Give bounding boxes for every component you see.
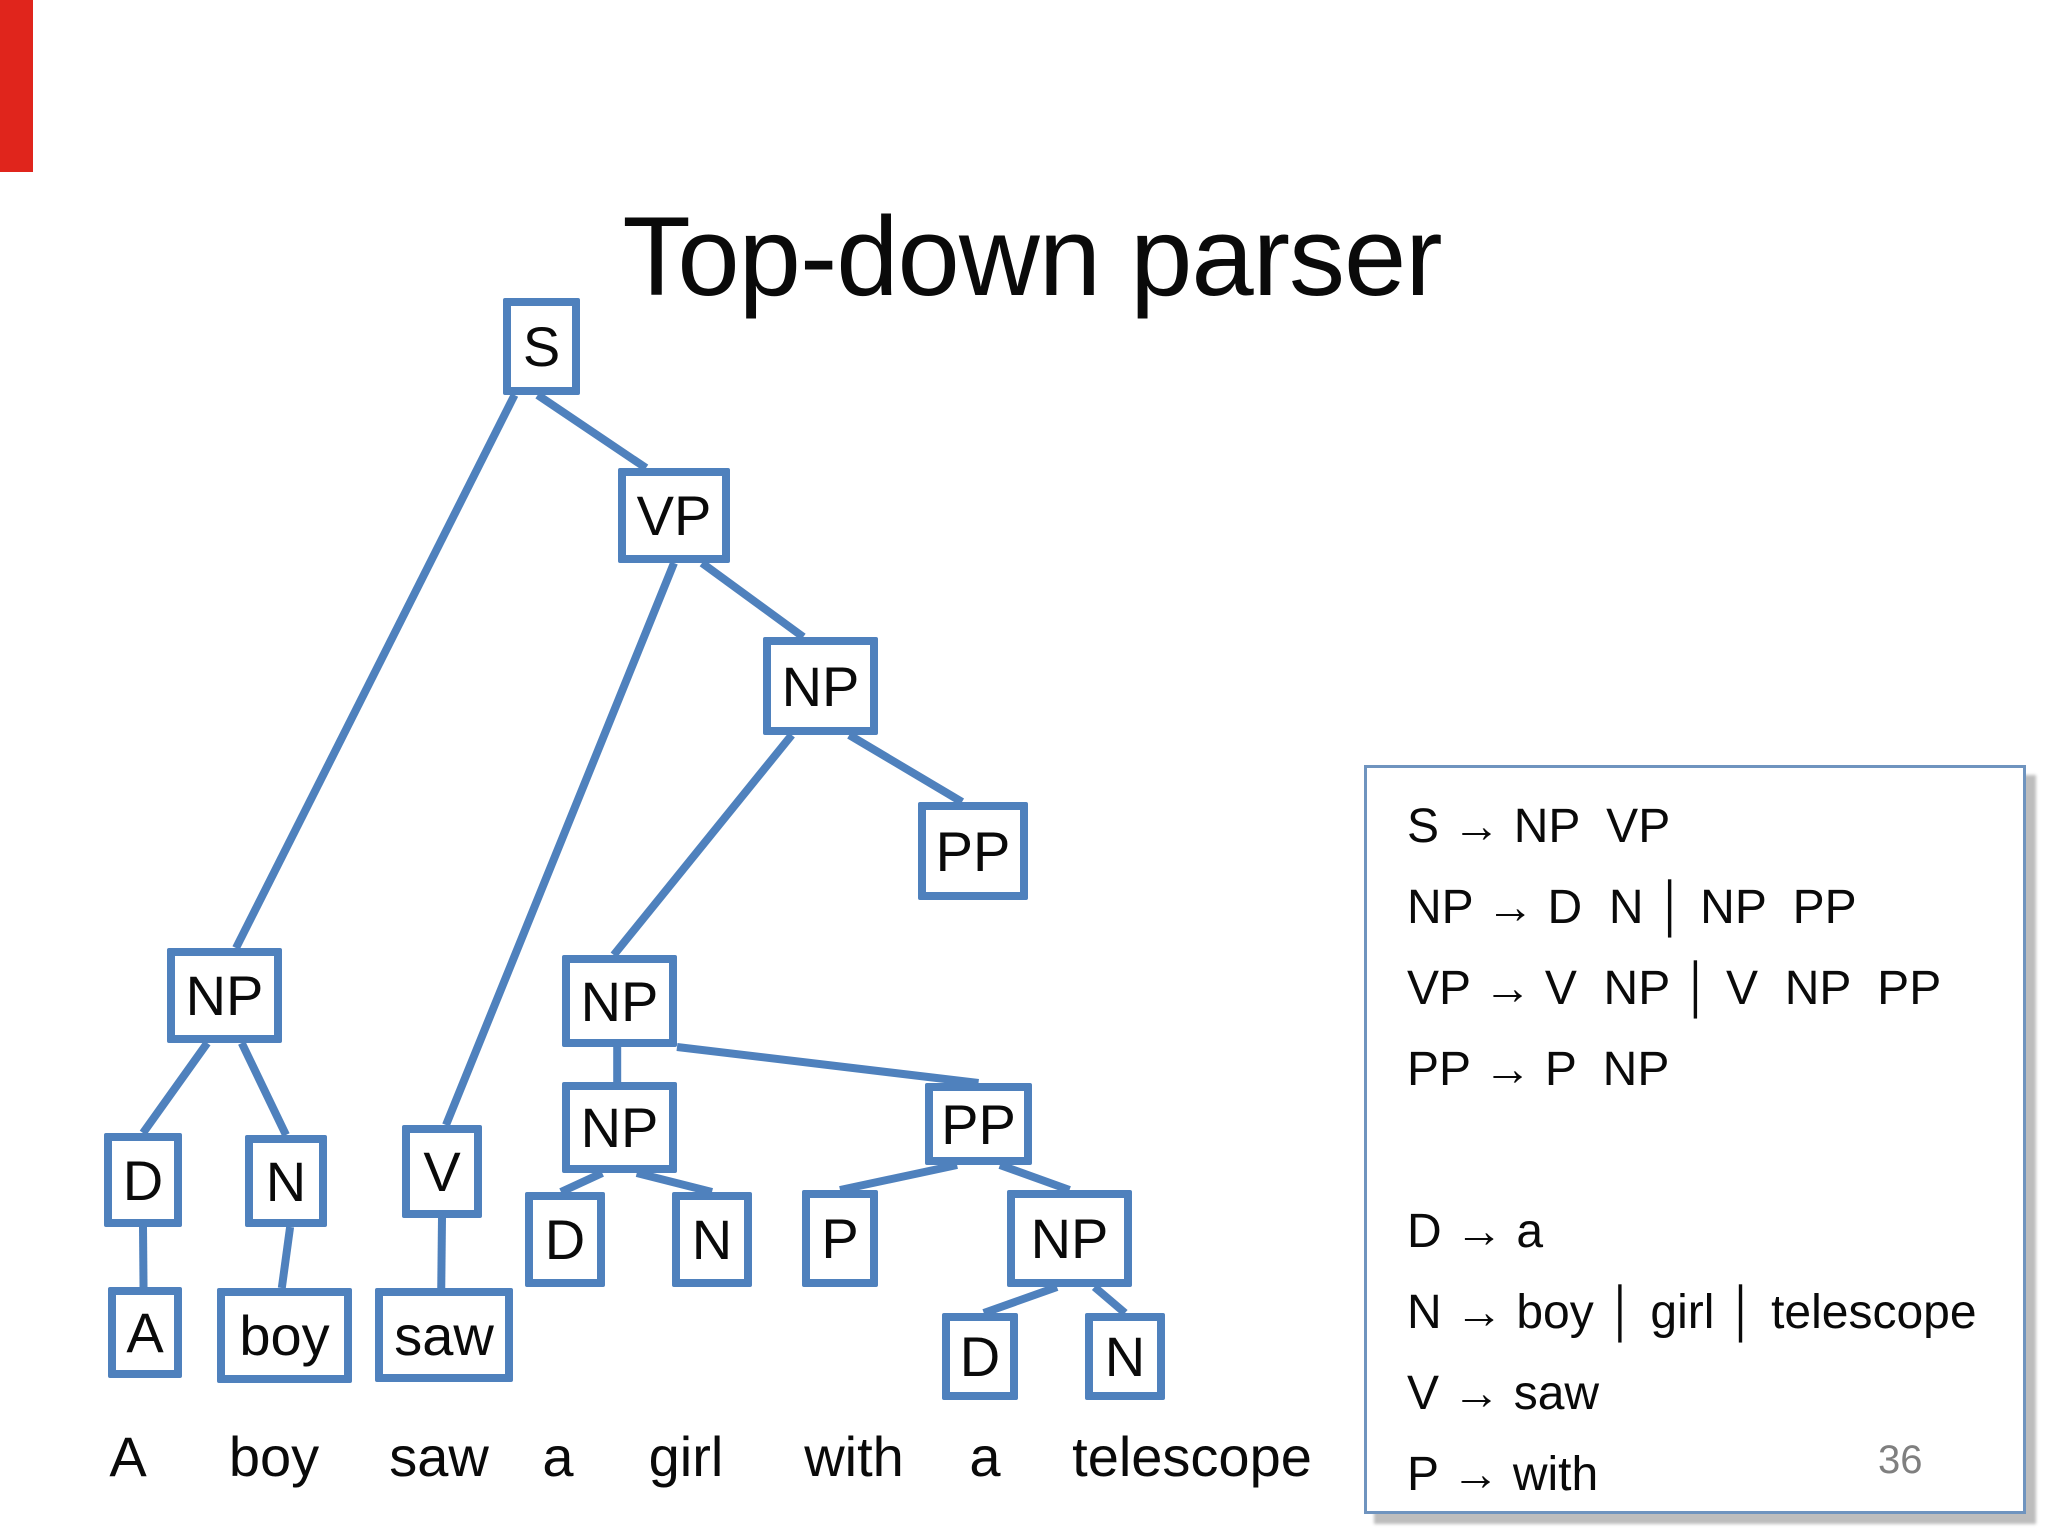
sentence-word: boy: [228, 1425, 320, 1488]
tree-node-NL: N: [245, 1135, 327, 1227]
tree-edge-VP-NP1: [699, 559, 806, 641]
sentence-word: with: [804, 1425, 904, 1488]
slide-title: Top-down parser: [622, 194, 1442, 320]
tree-node-D3: D: [525, 1192, 605, 1287]
tree-node-VP: VP: [618, 468, 730, 563]
tree-edge-S-NPL: [232, 393, 519, 950]
sentence-word: A: [109, 1425, 147, 1488]
tree-edge-NP2-N3: [635, 1169, 713, 1196]
tree-node-N2: N: [1085, 1313, 1165, 1400]
tree-edge-NL-boy: [277, 1226, 295, 1289]
grammar-rule: NP → D N │ NP PP: [1407, 881, 1857, 934]
sentence-word: a: [542, 1425, 574, 1488]
grammar-rule: N → boy │ girl │ telescope: [1407, 1286, 1977, 1339]
sentence-word: telescope: [1072, 1425, 1312, 1488]
tree-edge-NP1-NPc: [610, 732, 795, 958]
tree-node-N3: N: [672, 1192, 752, 1287]
grammar-rule: S → NP VP: [1407, 800, 1671, 853]
tree-node-saw: saw: [375, 1288, 513, 1382]
tree-edge-NP2-D3: [559, 1169, 604, 1196]
tree-node-NPc: NP: [562, 955, 677, 1047]
tree-edge-PP2-P: [839, 1161, 958, 1194]
tree-edge-NP1-PPd: [847, 731, 965, 806]
tree-edge-S-VP: [535, 391, 649, 472]
tree-node-boy: boy: [217, 1288, 352, 1383]
tree-node-PP2: PP: [925, 1083, 1032, 1165]
tree-edge-NPL-NL: [238, 1041, 290, 1137]
sentence-word: saw: [389, 1425, 489, 1488]
tree-edge-NP3-D2: [982, 1283, 1059, 1317]
grammar-rule: D → a: [1407, 1205, 1544, 1258]
tree-node-A: A: [108, 1287, 182, 1378]
tree-node-DL: D: [104, 1133, 182, 1227]
tree-edge-NP3-N2: [1091, 1283, 1128, 1317]
grammar-rule: P → with: [1407, 1448, 1599, 1501]
grammar-rule: V → saw: [1407, 1367, 1600, 1420]
tree-edge-DL-A: [139, 1226, 148, 1288]
tree-node-NP1: NP: [763, 637, 878, 735]
grammar-rule: PP → P NP: [1407, 1043, 1670, 1096]
tree-edge-VP-V: [442, 561, 678, 1127]
sentence-word: girl: [648, 1425, 724, 1488]
tree-node-D2: D: [942, 1313, 1018, 1400]
tree-node-V: V: [402, 1125, 482, 1218]
tree-edge-NPL-DL: [139, 1040, 211, 1136]
page-number: 36: [1878, 1438, 1923, 1482]
tree-node-NP3: NP: [1007, 1190, 1132, 1287]
tree-edge-NPc-PP2: [676, 1043, 979, 1087]
tree-node-S: S: [503, 298, 580, 395]
sentence-word: a: [969, 1425, 1001, 1488]
tree-edge-PP2-NP3: [998, 1161, 1071, 1194]
grammar-rule: [1407, 1110, 2023, 1191]
grammar-rule: VP → V NP │ V NP PP: [1407, 962, 1942, 1015]
tree-edge-V-saw: [437, 1217, 446, 1289]
tree-node-PPd: PP: [918, 802, 1028, 900]
red-marker: [0, 0, 33, 172]
grammar-box: S → NP VP NP → D N │ NP PP VP → V NP │ V N…: [1364, 765, 2026, 1514]
tree-node-NP2: NP: [562, 1082, 677, 1173]
grammar-rules: S → NP VP NP → D N │ NP PP VP → V NP │ V N…: [1407, 786, 2023, 1515]
tree-node-NPL: NP: [167, 948, 282, 1043]
tree-node-P: P: [802, 1190, 878, 1287]
